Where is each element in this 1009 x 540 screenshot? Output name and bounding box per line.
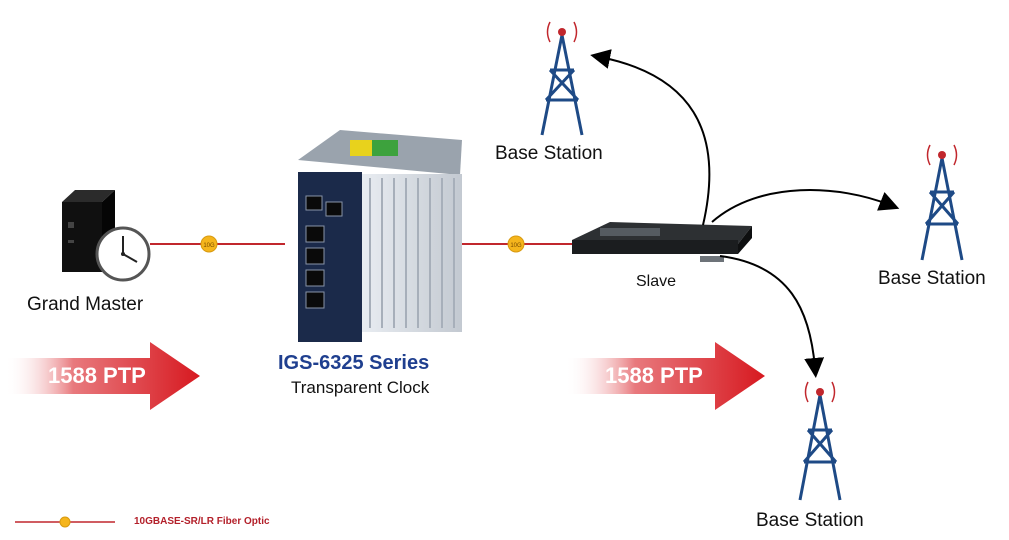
base-station-right-label: Base Station xyxy=(878,268,986,289)
tower-icon xyxy=(540,21,584,136)
rack-switch-icon xyxy=(572,222,752,262)
ptp-label-left: 1588 PTP xyxy=(48,363,146,388)
ptp-arrow-left xyxy=(5,342,200,410)
fiber-badge: 10G xyxy=(200,235,218,253)
ptp-label-right: 1588 PTP xyxy=(605,363,703,388)
link-arrow-to-top-station xyxy=(590,49,711,226)
link-arrow-to-bottom-station xyxy=(719,255,825,378)
fiber-badge: 10G xyxy=(507,235,525,253)
base-station-bottom-label: Base Station xyxy=(756,510,864,531)
ptp-arrow-right xyxy=(565,342,765,410)
legend-fiber-sample xyxy=(15,516,115,528)
switch-series-label: IGS-6325 Series xyxy=(278,352,430,374)
tower-icon xyxy=(798,381,842,501)
industrial-switch-icon xyxy=(298,130,462,342)
svg-text:10G: 10G xyxy=(203,243,215,249)
clock-icon xyxy=(95,226,151,282)
legend-label: 10GBASE-SR/LR Fiber Optic xyxy=(134,516,270,527)
link-arrow-to-right-station xyxy=(711,189,900,223)
slave-label: Slave xyxy=(636,273,677,290)
switch-role-label: Transparent Clock xyxy=(291,378,430,397)
svg-text:10G: 10G xyxy=(510,243,522,249)
base-station-top-label: Base Station xyxy=(495,143,603,164)
grand-master-label: Grand Master xyxy=(27,294,144,315)
tower-icon xyxy=(920,144,964,261)
